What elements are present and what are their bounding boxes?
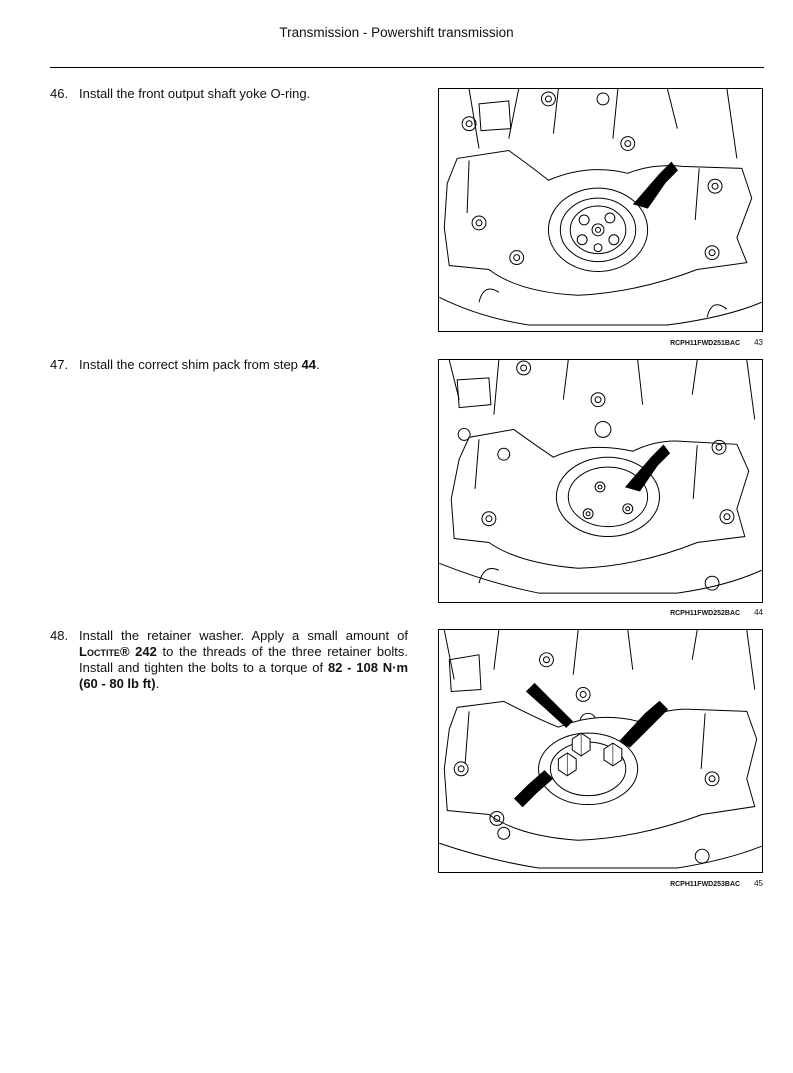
step-reference: 44 bbox=[301, 357, 316, 372]
figure-43-illustration bbox=[438, 88, 763, 332]
step-text: Install the retainer washer. Apply a sma… bbox=[79, 628, 408, 692]
step-text-part: . bbox=[316, 357, 320, 372]
step-text: Install the front output shaft yoke O-ri… bbox=[79, 86, 311, 101]
step-text-part: . bbox=[155, 676, 160, 691]
step-text-part: Install the retainer washer. Apply a sma… bbox=[79, 628, 408, 643]
figure-45-illustration bbox=[438, 629, 763, 873]
figure-45-caption: RCPH11FWD253BAC 45 bbox=[438, 879, 763, 888]
header-divider bbox=[50, 67, 764, 68]
figure-number: 43 bbox=[754, 338, 763, 347]
page-header: Transmission - Powershift transmission bbox=[279, 25, 514, 40]
step-number: 46. bbox=[50, 86, 69, 101]
figure-44-caption: RCPH11FWD252BAC 44 bbox=[438, 608, 763, 617]
torque-metric: 82 - 108 N·m bbox=[327, 660, 409, 675]
figure-number: 45 bbox=[754, 879, 763, 888]
step-text-part: to the threads of the three retainer bol… bbox=[79, 644, 408, 675]
figure-number: 44 bbox=[754, 608, 763, 617]
step-number: 47. bbox=[50, 357, 69, 372]
figure-43-caption: RCPH11FWD251BAC 43 bbox=[438, 338, 763, 347]
figure-44-illustration bbox=[438, 359, 763, 603]
step-text: Install the correct shim pack from step … bbox=[79, 357, 408, 373]
step-47: 47. Install the correct shim pack from s… bbox=[50, 357, 408, 373]
step-number: 48. bbox=[50, 628, 69, 643]
figure-code: RCPH11FWD251BAC bbox=[670, 340, 741, 347]
step-48: 48. Install the retainer washer. Apply a… bbox=[50, 628, 408, 692]
step-text-part: Install the correct shim pack from step bbox=[79, 357, 302, 372]
product-name: Loctite® 242 bbox=[79, 644, 157, 659]
step-46: 46. Install the front output shaft yoke … bbox=[50, 86, 408, 102]
figure-code: RCPH11FWD253BAC bbox=[670, 881, 741, 888]
figure-code: RCPH11FWD252BAC bbox=[670, 610, 741, 617]
torque-imperial: (60 - 80 lb ft) bbox=[79, 676, 156, 691]
